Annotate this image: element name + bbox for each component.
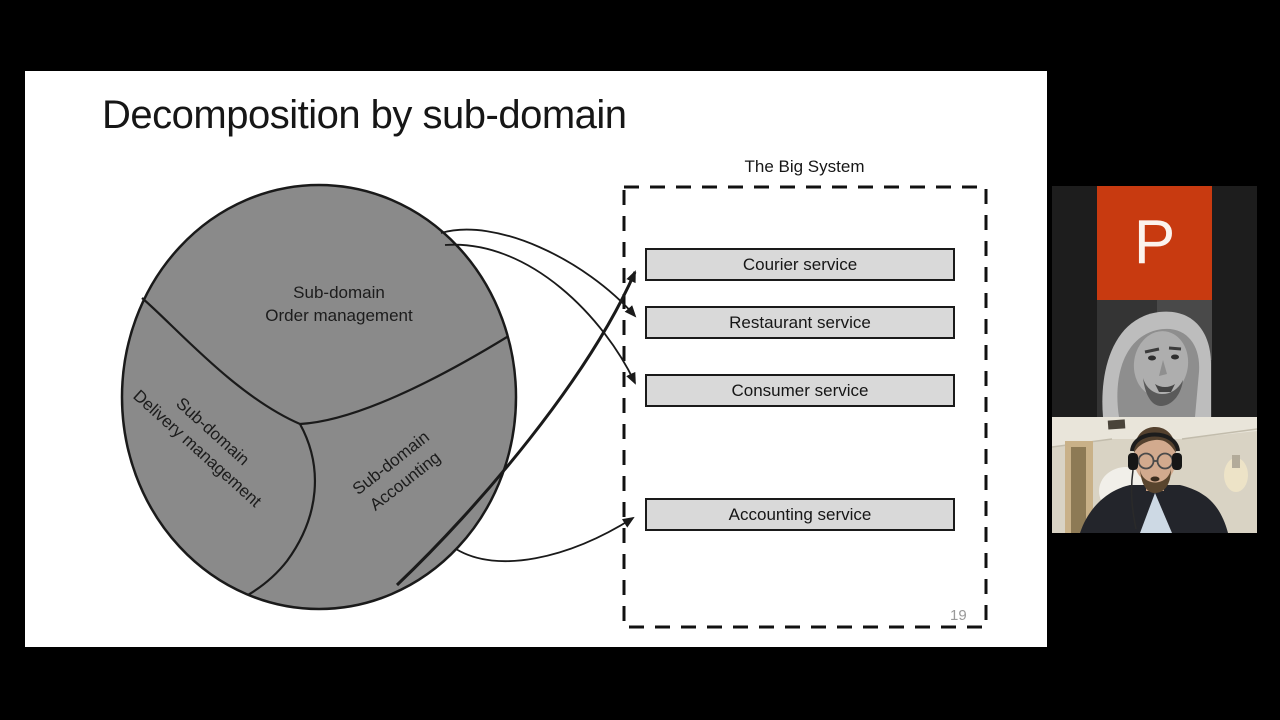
- slide-title: Decomposition by sub-domain: [102, 93, 627, 137]
- subdomain-label-order: Sub-domain Order management: [265, 283, 413, 325]
- big-system-label: The Big System: [744, 157, 865, 176]
- service-box-consumer: Consumer service: [645, 374, 955, 407]
- arrow-to-courier: [395, 270, 637, 587]
- hooded-person-image: [1097, 300, 1212, 417]
- powerpoint-thumbnail[interactable]: P: [1097, 186, 1212, 300]
- boundary-order-delivery: [141, 297, 301, 426]
- page-number: 19: [950, 607, 967, 624]
- webcam-video-image: [1052, 417, 1257, 533]
- arrow-to-restaurant: [440, 228, 637, 318]
- subdomain-diagram: [120, 183, 988, 629]
- service-box-courier: Courier service: [645, 248, 955, 281]
- arrow-to-consumer: [444, 243, 636, 385]
- boundary-order-accounting: [299, 336, 508, 426]
- participant-avatar[interactable]: [1097, 300, 1212, 417]
- service-box-restaurant: Restaurant service: [645, 306, 955, 339]
- webcam-tile[interactable]: [1052, 417, 1257, 533]
- big-system-boundary: [622, 185, 988, 629]
- domain-circle: [120, 183, 518, 611]
- service-box-accounting: Accounting service: [645, 498, 955, 531]
- powerpoint-icon: P: [1133, 208, 1176, 277]
- participants-panel: P: [1052, 186, 1257, 533]
- arrow-to-accounting: [455, 516, 635, 563]
- boundary-delivery-accounting: [247, 423, 316, 596]
- shared-slide: Decomposition by sub-domain Sub-domain O…: [25, 71, 1047, 647]
